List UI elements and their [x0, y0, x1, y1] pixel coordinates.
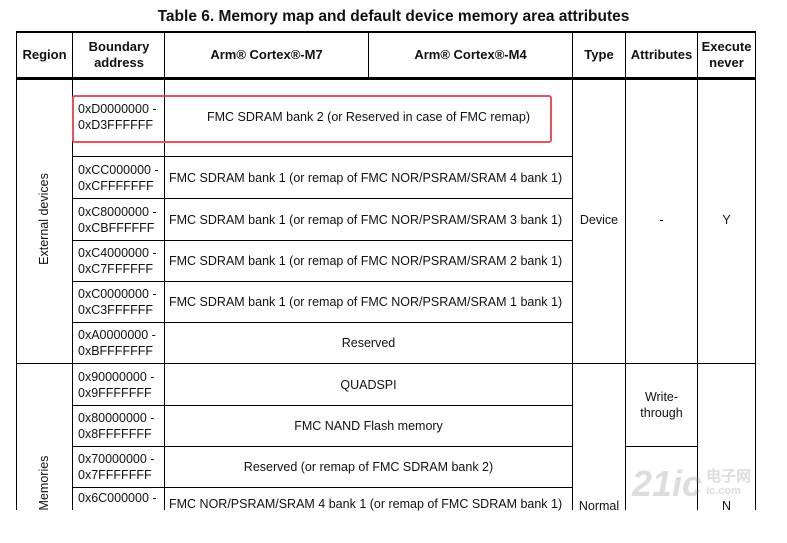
row-address: 0xC0000000 - 0xC3FFFFFF — [78, 287, 157, 317]
row-address: 0xD0000000 - 0xD3FFFFFF — [78, 102, 157, 132]
row-description: FMC NAND Flash memory — [294, 419, 443, 433]
row-address: 0xC4000000 - 0xC7FFFFFF — [78, 246, 157, 276]
row-address: 0x70000000 - 0x7FFFFFFF — [78, 452, 155, 482]
row-divider — [72, 198, 572, 199]
table-top-border — [16, 31, 756, 33]
row-divider — [72, 405, 572, 406]
col-border — [625, 31, 626, 510]
col-border — [755, 31, 756, 510]
row-description: FMC NOR/PSRAM/SRAM 4 bank 1 (or remap of… — [169, 497, 563, 511]
row-description: Reserved (or remap of FMC SDRAM bank 2) — [243, 460, 494, 474]
row-description: FMC SDRAM bank 2 (or Reserved in case of… — [206, 110, 530, 124]
header-cortex-m7: Arm® Cortex®-M7 — [210, 46, 323, 62]
execute-never-yes: Y — [722, 213, 731, 227]
row-divider — [72, 240, 572, 241]
type-normal: Normal — [578, 499, 620, 513]
col-border — [368, 31, 369, 78]
row-description: Reserved — [341, 336, 396, 350]
attributes-divider — [625, 446, 698, 447]
col-border — [697, 31, 698, 510]
header-region: Region — [22, 46, 67, 62]
row-description: FMC SDRAM bank 1 (or remap of FMC NOR/PS… — [169, 254, 563, 268]
row-address: 0xC8000000 - 0xCBFFFFFF — [78, 204, 157, 235]
region-memories: Memories — [37, 455, 51, 511]
row-address: 0xA0000000 - 0xBFFFFFFF — [78, 328, 156, 358]
row-divider — [72, 156, 572, 157]
group-divider — [16, 363, 756, 364]
table-title: Table 6. Memory map and default device m… — [157, 8, 630, 25]
header-separator — [16, 77, 756, 80]
col-border — [72, 31, 73, 510]
watermark-number: 21ic — [632, 463, 703, 504]
row-description: FMC SDRAM bank 1 (or remap of FMC NOR/PS… — [169, 212, 563, 227]
highlight-box — [72, 95, 552, 143]
watermark-text: 电子网 ic.com — [706, 468, 752, 497]
row-address: 0x6C000000 - — [78, 491, 157, 505]
row-divider — [72, 281, 572, 282]
type-device: Device — [579, 213, 619, 227]
col-border — [572, 31, 573, 510]
row-description: QUADSPI — [340, 377, 397, 392]
header-execute-never: Execute never — [701, 38, 752, 70]
header-boundary-address: Boundary address — [88, 38, 150, 70]
region-external-devices: External devices — [37, 173, 51, 265]
col-border — [164, 31, 165, 510]
header-attributes: Attributes — [630, 46, 693, 62]
row-divider — [72, 446, 572, 447]
row-description: FMC SDRAM bank 1 (or remap of FMC NOR/PS… — [169, 295, 563, 309]
attributes-write-through: Write-through — [640, 390, 683, 420]
attributes-none: - — [659, 213, 664, 227]
row-address: 0x80000000 - 0x8FFFFFFF — [78, 411, 155, 441]
row-description: FMC SDRAM bank 1 (or remap of FMC NOR/PS… — [169, 170, 563, 185]
row-address: 0x90000000 - 0x9FFFFFFF — [78, 369, 155, 400]
header-cortex-m4: Arm® Cortex®-M4 — [414, 46, 527, 62]
watermark-logo: 21ic 电子网 ic.com — [632, 462, 782, 506]
row-address: 0xCC000000 - 0xCFFFFFFF — [78, 162, 159, 193]
row-divider — [72, 487, 572, 488]
col-border — [16, 31, 17, 510]
execute-never-no: N — [721, 499, 732, 513]
row-divider — [72, 322, 572, 323]
header-type: Type — [584, 46, 614, 62]
